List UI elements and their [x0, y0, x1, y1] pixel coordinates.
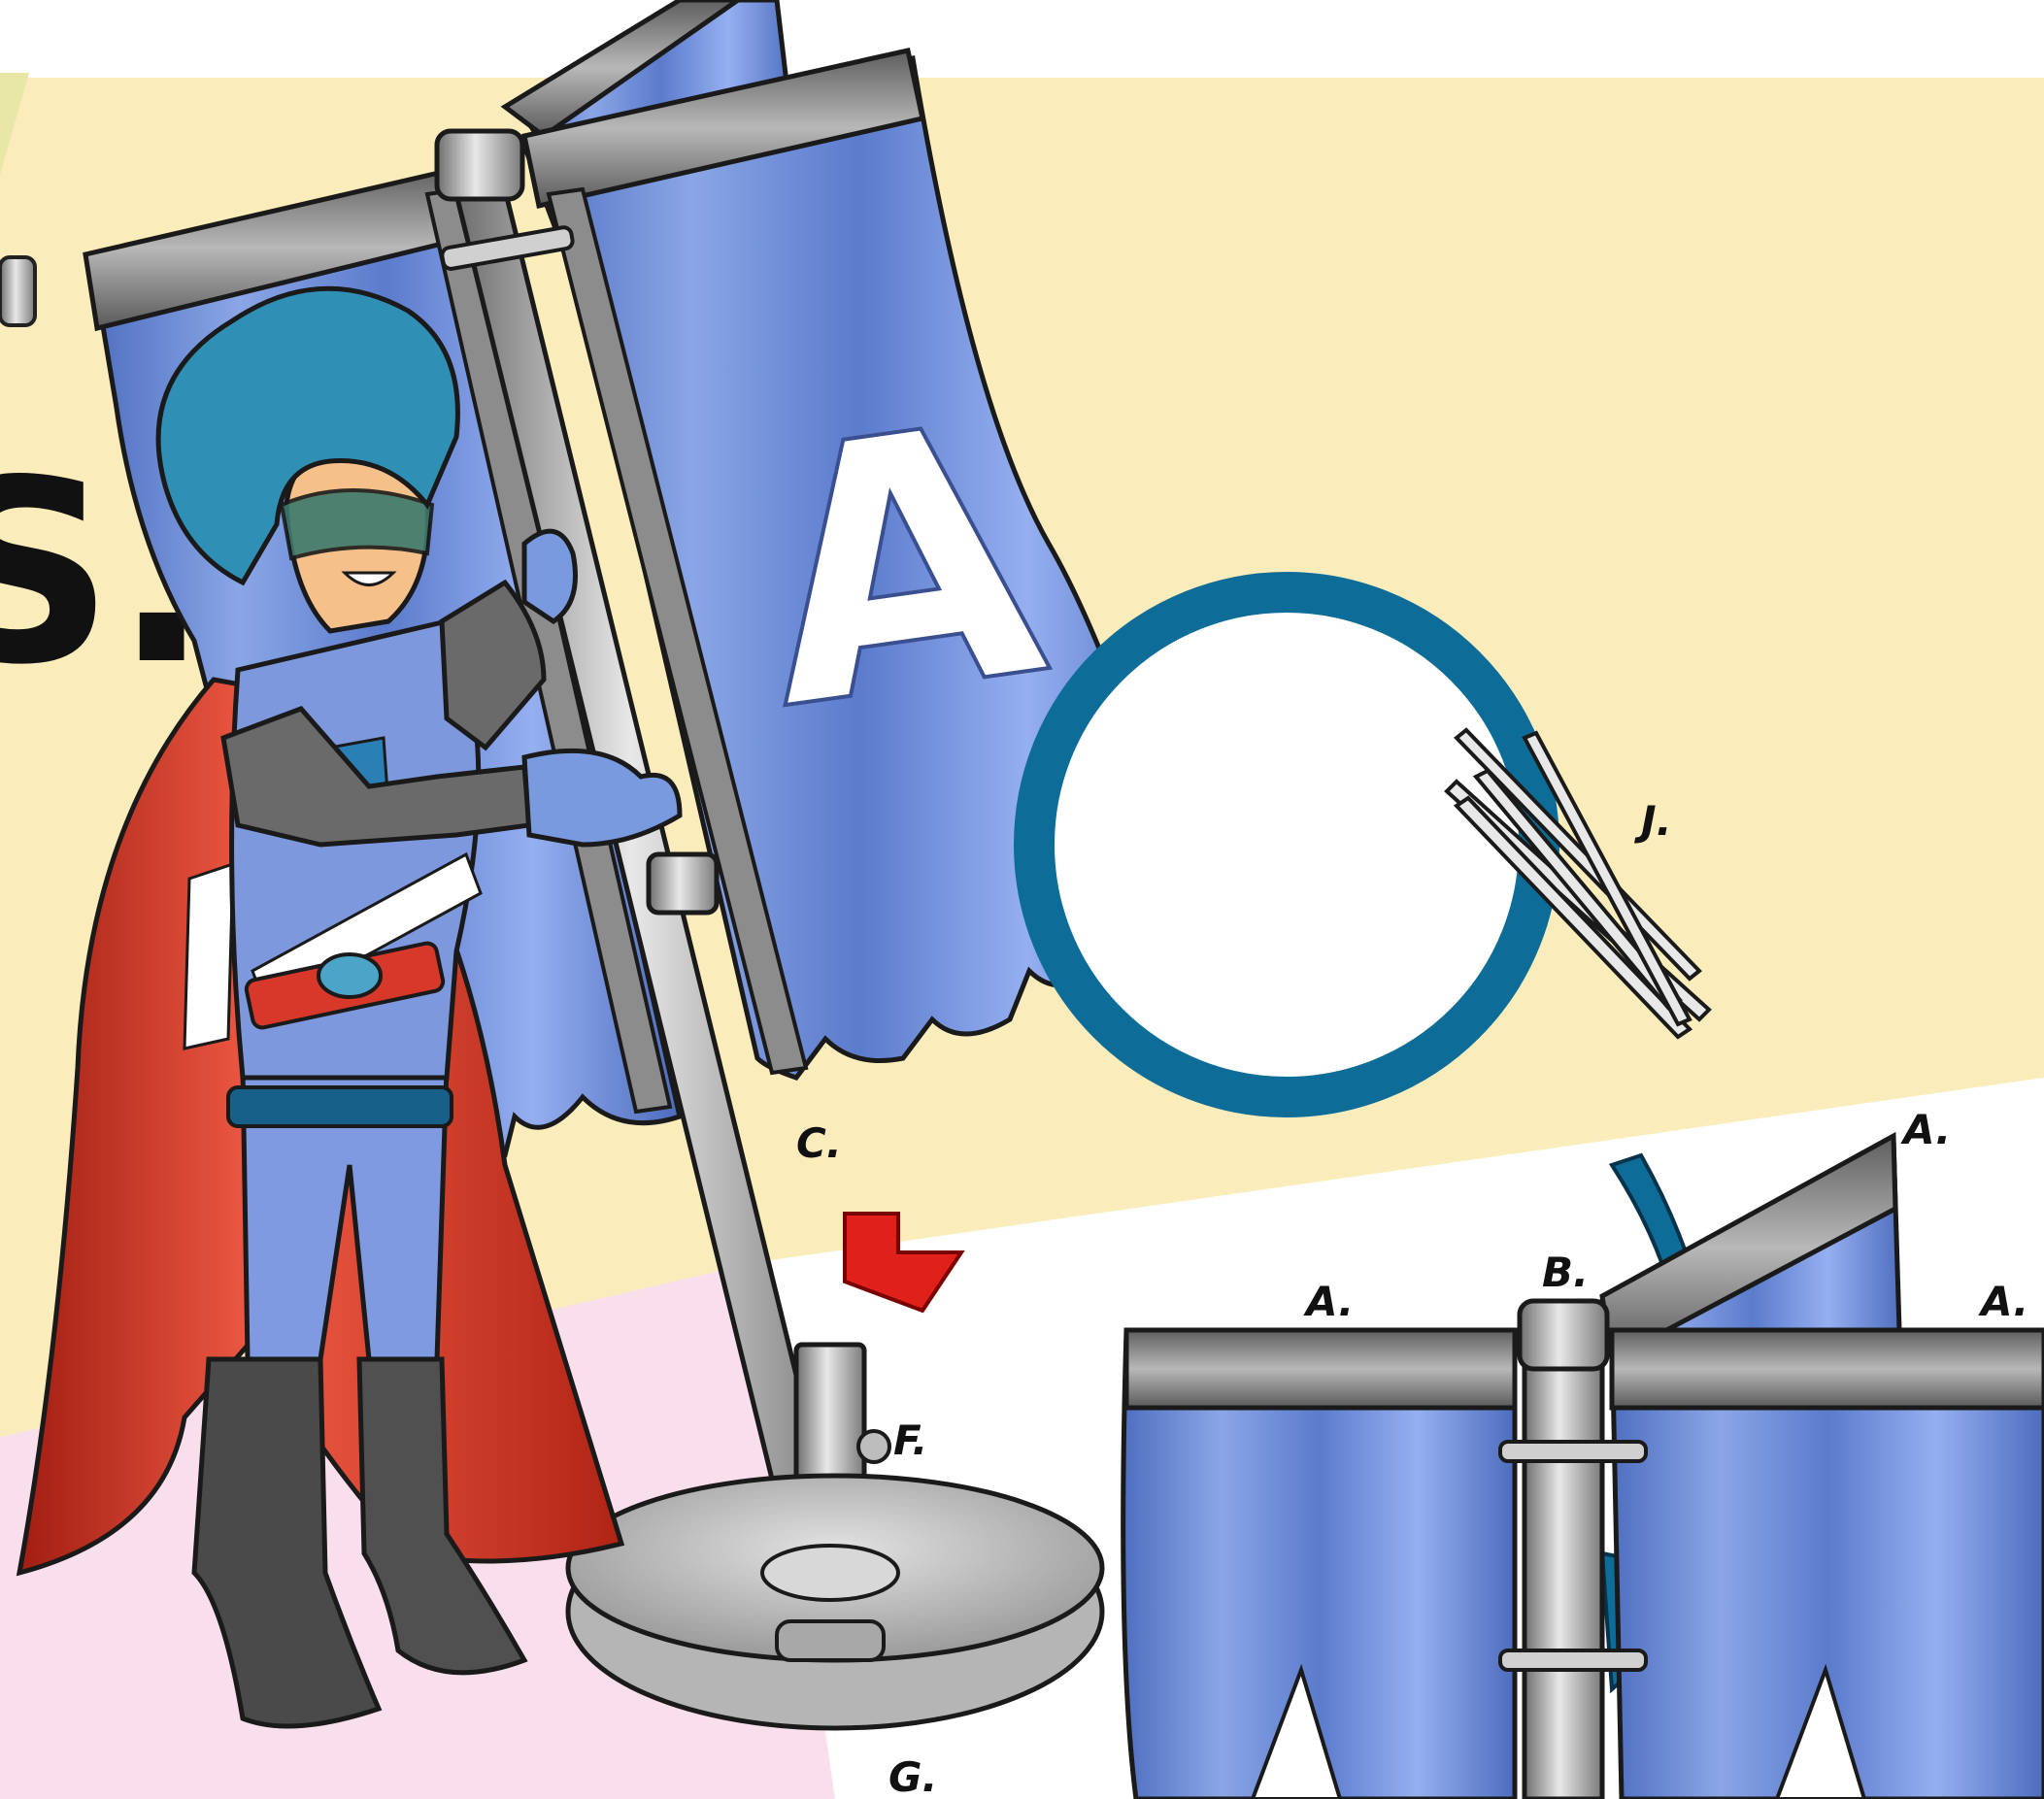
label-a-right: A.	[1978, 1278, 2028, 1325]
pole-collar	[649, 854, 717, 913]
base-socket	[762, 1546, 898, 1600]
inset-pole	[1525, 1349, 1602, 1799]
base-handle	[777, 1621, 884, 1660]
label-a-top-right: A.	[1900, 1106, 1951, 1153]
heading-pole-fragment	[0, 257, 35, 325]
label-b: B.	[1542, 1249, 1589, 1296]
left-hand	[524, 531, 576, 621]
inset-crossbar-top	[1500, 1442, 1646, 1461]
inset-left-header	[1126, 1330, 1515, 1408]
label-c: C.	[796, 1119, 842, 1167]
label-a-left: A.	[1303, 1278, 1354, 1325]
thumb-screw	[858, 1431, 889, 1462]
cape-stripe	[184, 864, 233, 1049]
top-white-strip	[0, 0, 2044, 73]
label-g: G.	[888, 1753, 937, 1799]
inset-pole-hub	[1520, 1301, 1607, 1369]
thigh-band	[228, 1087, 452, 1126]
callout-ring	[1034, 592, 1539, 1097]
label-f: F.	[893, 1416, 927, 1464]
inset-crossbar-bottom	[1500, 1650, 1646, 1670]
pole-top-hub	[437, 131, 522, 199]
inset-right-header	[1612, 1330, 2044, 1408]
belt-buckle	[318, 954, 381, 997]
visor	[282, 490, 432, 558]
